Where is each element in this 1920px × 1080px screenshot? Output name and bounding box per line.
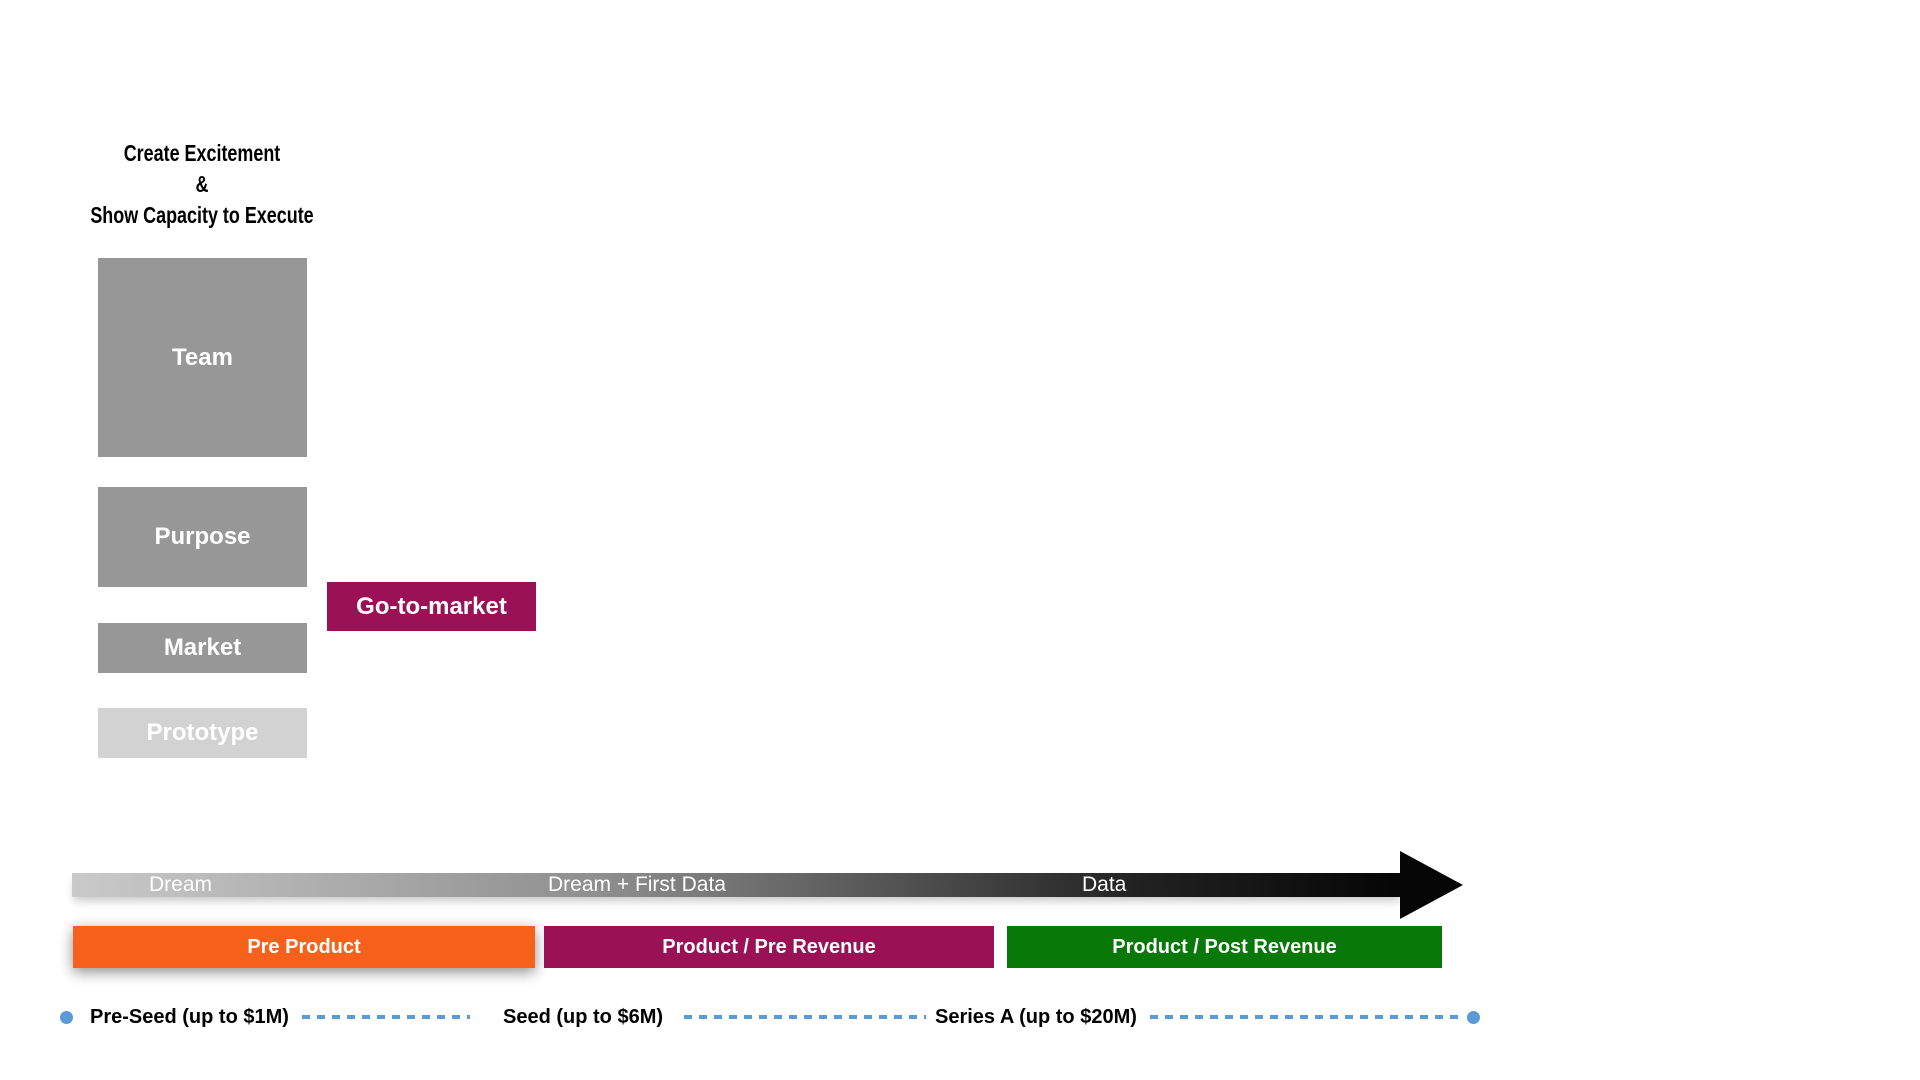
purpose-label: Purpose bbox=[154, 523, 251, 550]
prototype-label: Prototype bbox=[146, 719, 259, 746]
funding-label-seed: Seed (up to $6M) bbox=[503, 1006, 664, 1028]
team-box: Team bbox=[98, 258, 307, 457]
funding-dashed-line-1 bbox=[302, 1015, 470, 1019]
stage-label-product-pre-revenue: Product / Pre Revenue bbox=[662, 935, 876, 958]
timeline-gradient-bar bbox=[72, 873, 1402, 897]
purpose-box: Purpose bbox=[98, 487, 307, 587]
header-line-1: Create Excitement bbox=[123, 140, 281, 166]
funding-end-dot-icon bbox=[1467, 1011, 1480, 1024]
stage-label-pre-product: Pre Product bbox=[247, 935, 361, 958]
market-label: Market bbox=[163, 634, 242, 661]
phase-label-dream: Dream bbox=[149, 873, 213, 896]
stage-box-product-pre-revenue: Product / Pre Revenue bbox=[544, 926, 994, 968]
stage-label-product-post-revenue: Product / Post Revenue bbox=[1112, 935, 1337, 958]
funding-dashed-line-2 bbox=[684, 1015, 926, 1019]
team-label: Team bbox=[172, 343, 233, 371]
phase-label-dream-first-data: Dream + First Data bbox=[548, 873, 726, 896]
header-text: Create Excitement & Show Capacity to Exe… bbox=[62, 138, 343, 231]
funding-label-series-a: Series A (up to $20M) bbox=[935, 1006, 1137, 1028]
header-line-2: & bbox=[195, 171, 209, 197]
market-box: Market bbox=[98, 623, 307, 673]
funding-label-pre-seed: Pre-Seed (up to $1M) bbox=[90, 1006, 289, 1028]
stage-box-product-post-revenue: Product / Post Revenue bbox=[1007, 926, 1442, 968]
funding-start-dot-icon bbox=[60, 1011, 73, 1024]
header-line-3: Show Capacity to Execute bbox=[90, 202, 314, 228]
funding-dashed-line-3 bbox=[1150, 1015, 1460, 1019]
phase-label-data: Data bbox=[1082, 873, 1127, 896]
go-to-market-box: Go-to-market bbox=[327, 582, 536, 631]
timeline-arrow-head-icon bbox=[1400, 851, 1463, 919]
go-to-market-label: Go-to-market bbox=[356, 592, 507, 620]
prototype-box: Prototype bbox=[98, 708, 307, 758]
stage-box-pre-product: Pre Product bbox=[73, 926, 535, 968]
